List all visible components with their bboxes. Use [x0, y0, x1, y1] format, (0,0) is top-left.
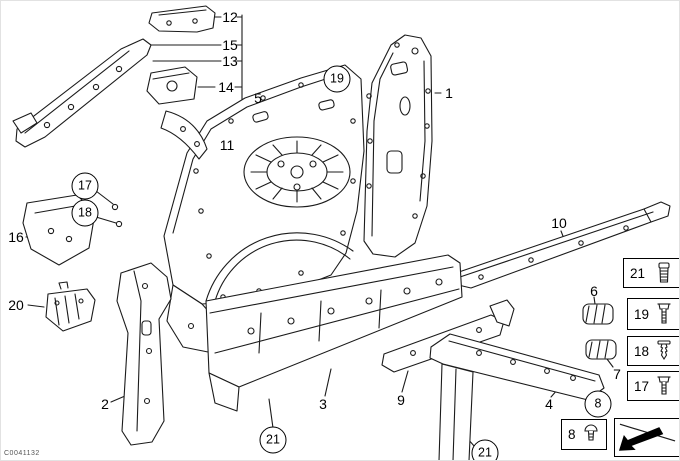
callout-15[interactable]: 15 [222, 37, 238, 53]
callout-8[interactable]: 8 [584, 390, 612, 418]
hex-bolt-icon [657, 376, 671, 395]
callout-14[interactable]: 14 [218, 79, 234, 95]
legend-item-21[interactable]: 21 [623, 258, 679, 288]
part-11-bracket [160, 110, 208, 160]
threaded-plug-icon [658, 262, 670, 283]
legend-number: 8 [568, 427, 576, 442]
legend-number: 17 [634, 378, 650, 394]
callout-13[interactable]: 13 [222, 53, 238, 69]
callout-12[interactable]: 12 [222, 9, 238, 25]
legend-item-18[interactable]: 18 [627, 336, 679, 366]
part-12-bracket [148, 5, 216, 33]
part-4-outer-sill [429, 333, 605, 460]
callout-21[interactable]: 21 [259, 426, 287, 454]
callout-4[interactable]: 4 [545, 396, 553, 412]
callout-2[interactable]: 2 [101, 396, 109, 412]
callout-6[interactable]: 6 [590, 283, 598, 299]
part-2-front-pillar [116, 262, 172, 446]
part-14-bracket [146, 66, 198, 105]
callout-5[interactable]: 5 [254, 90, 262, 106]
callout-7[interactable]: 7 [613, 366, 621, 382]
callout-18[interactable]: 18 [71, 199, 99, 227]
direction-arrow-icon [618, 423, 675, 451]
part-13-15-support-tube [12, 38, 152, 148]
callout-20[interactable]: 20 [8, 297, 24, 313]
expansion-rivet-icon [657, 340, 671, 361]
legend-number: 18 [634, 343, 650, 359]
part-5-wheelhouse-assembly [111, 64, 365, 354]
part-6-clip [582, 303, 614, 325]
callout-3[interactable]: 3 [319, 396, 327, 412]
legend-number: 19 [634, 306, 650, 322]
callout-10[interactable]: 10 [551, 215, 567, 231]
part-20-bracket [45, 281, 96, 332]
callout-1[interactable]: 1 [445, 85, 453, 101]
legend-item-8[interactable]: 8 [561, 419, 607, 450]
part-7-clip [585, 339, 617, 360]
legend-number: 21 [630, 265, 646, 281]
callout-17[interactable]: 17 [71, 172, 99, 200]
legend-item-17[interactable]: 17 [627, 371, 679, 401]
part-1-side-frame [363, 34, 433, 258]
callout-19[interactable]: 19 [323, 65, 351, 93]
watermark: C0041132 [4, 450, 40, 457]
nav-arrow-box[interactable] [614, 418, 679, 457]
callout-21[interactable]: 21 [471, 439, 499, 460]
round-head-screw-icon [584, 423, 598, 441]
part-3-engine-support [205, 254, 463, 412]
callout-11[interactable]: 11 [219, 137, 235, 153]
callout-16[interactable]: 16 [8, 229, 24, 245]
legend-item-19[interactable]: 19 [627, 298, 679, 330]
hex-bolt-icon [657, 303, 671, 324]
callout-9[interactable]: 9 [397, 392, 405, 408]
